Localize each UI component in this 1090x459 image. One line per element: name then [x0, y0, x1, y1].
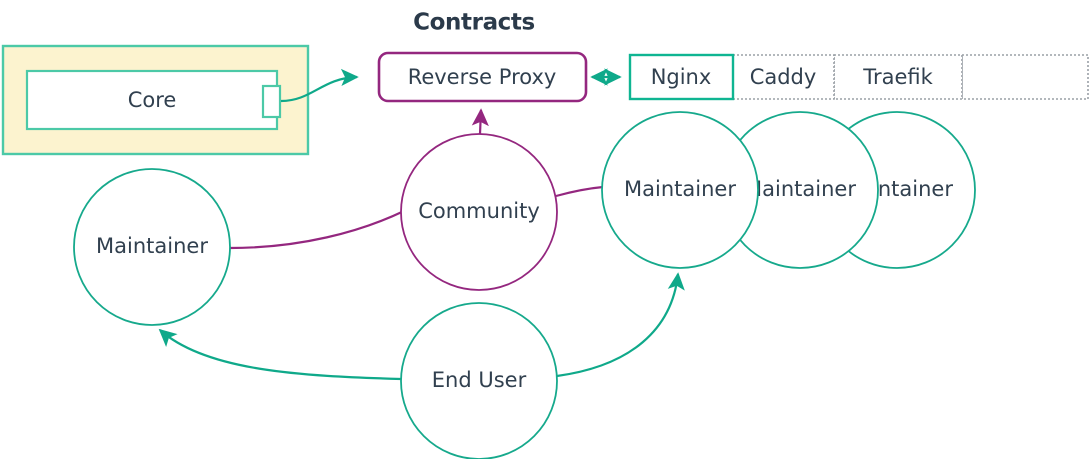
- implementation-label-2: Traefik: [862, 65, 933, 89]
- maintainer-left-label: Maintainer: [96, 234, 208, 258]
- maintainer-circle-1: [601, 111, 759, 269]
- reverse-proxy-label: Reverse Proxy: [408, 65, 557, 89]
- reverse-proxy-box: [377, 51, 588, 103]
- edge-end-user-to-maintainer-left: [158, 328, 402, 381]
- core-output-port-icon[interactable]: [261, 84, 282, 119]
- community-node[interactable]: Community: [400, 133, 558, 291]
- edge-end-user-to-maintainer-1: [556, 272, 685, 378]
- implementation-label-1: Caddy: [750, 65, 817, 89]
- implementations-row: Traefik Caddy Nginx: [628, 53, 1089, 101]
- implementation-box-0[interactable]: [628, 53, 735, 101]
- edge-community-to-reverse-proxy: [471, 108, 489, 135]
- diagram-title: Contracts: [413, 10, 535, 36]
- core-group[interactable]: Core: [1, 44, 310, 156]
- maintainer-left-node[interactable]: Maintainer: [73, 168, 231, 326]
- core-inner-box: [25, 69, 279, 131]
- maintainer-label-2: Maintainer: [744, 177, 856, 201]
- community-label: Community: [418, 199, 540, 223]
- maintainer-node-1[interactable]: Maintainer: [601, 111, 759, 269]
- core-label: Core: [128, 88, 177, 112]
- implementation-label-0: Nginx: [651, 65, 712, 89]
- maintainer-cluster: Maintainer Maintainer Maintainer: [601, 111, 976, 269]
- implementation-box-3[interactable]: [961, 54, 1089, 100]
- edge-maintainer-left-to-community: [229, 210, 405, 250]
- reverse-proxy-node[interactable]: Reverse Proxy: [377, 51, 588, 103]
- end-user-label: End User: [432, 368, 527, 392]
- end-user-node[interactable]: End User: [400, 302, 558, 459]
- end-user-circle: [400, 302, 558, 459]
- maintainer-label-1: Maintainer: [624, 177, 736, 201]
- implementation-box-2[interactable]: [833, 54, 963, 100]
- maintainer-left-circle: [73, 168, 231, 326]
- community-circle: [400, 133, 558, 291]
- edge-community-to-maintainer-1: [555, 185, 604, 198]
- edge-core-to-reverse-proxy: [280, 68, 359, 103]
